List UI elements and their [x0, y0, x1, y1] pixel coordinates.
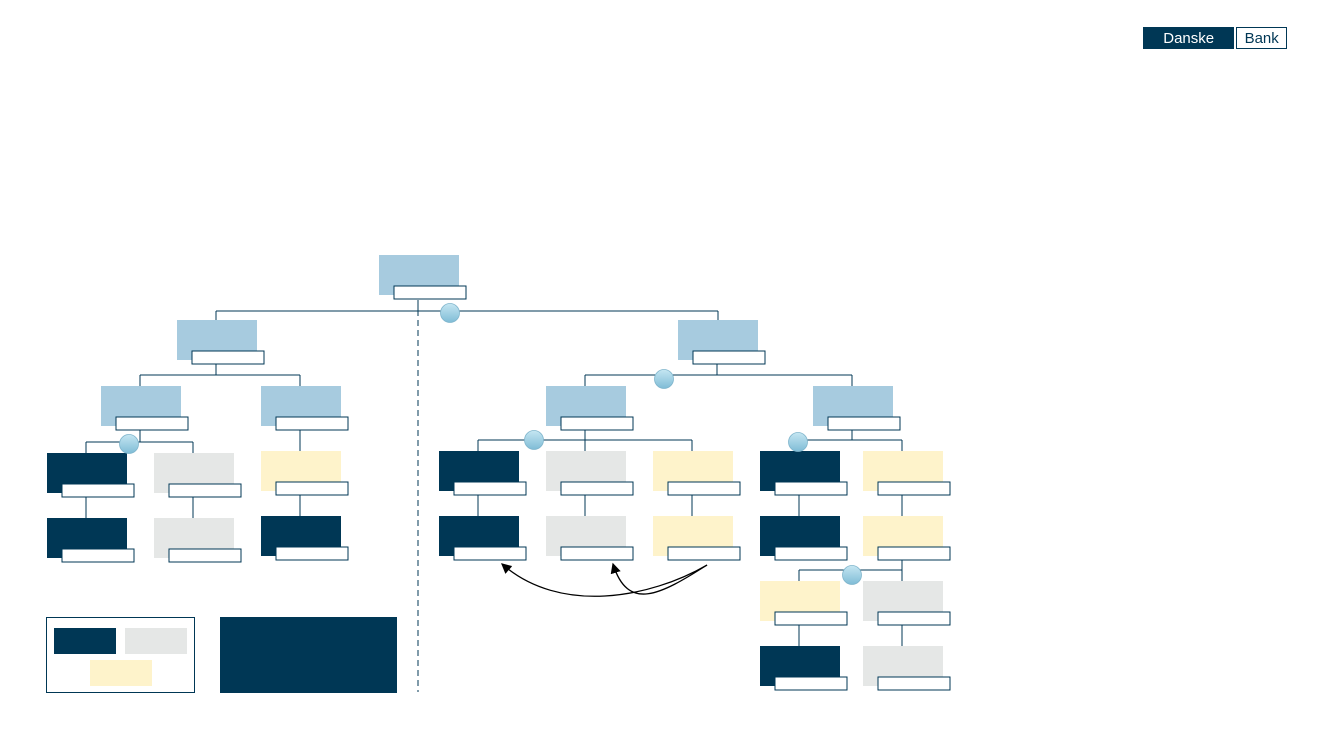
node-label: [774, 546, 848, 561]
legend-frame: [46, 617, 195, 693]
node-label: [61, 483, 135, 498]
marker-circle: [788, 432, 808, 452]
node-label: [275, 481, 349, 496]
marker-circle: [440, 303, 460, 323]
entity-node: [760, 581, 848, 626]
entity-node: [439, 516, 527, 561]
node-label: [275, 546, 349, 561]
node-label: [453, 481, 527, 496]
node-label: [393, 285, 467, 300]
marker-circle: [842, 565, 862, 585]
entity-node: [760, 646, 848, 691]
entity-node: [863, 581, 951, 626]
entity-node: [653, 516, 741, 561]
node-label: [827, 416, 901, 431]
node-label: [560, 546, 634, 561]
entity-node: [101, 386, 189, 431]
node-label: [115, 416, 189, 431]
node-label: [275, 416, 349, 431]
entity-node: [863, 516, 951, 561]
entity-node: [546, 386, 634, 431]
entity-node: [154, 518, 242, 563]
logo-bank: Bank: [1236, 27, 1287, 49]
node-label: [877, 611, 951, 626]
arrow-curve: [610, 562, 708, 595]
node-label: [877, 481, 951, 496]
node-label: [560, 481, 634, 496]
node-label: [667, 546, 741, 561]
node-label: [560, 416, 634, 431]
marker-circle: [524, 430, 544, 450]
entity-node: [261, 386, 349, 431]
notes-box: [220, 617, 397, 693]
extras: [46, 300, 708, 693]
node-label: [667, 481, 741, 496]
node-label: [774, 611, 848, 626]
node-label: [61, 548, 135, 563]
entity-node: [678, 320, 766, 365]
legend-swatch-grey: [125, 628, 187, 654]
entity-node: [261, 516, 349, 561]
entity-node: [863, 646, 951, 691]
entity-node: [546, 451, 634, 496]
node-label: [692, 350, 766, 365]
marker-circle: [119, 434, 139, 454]
node-label: [774, 676, 848, 691]
entity-node: [863, 451, 951, 496]
entity-node: [546, 516, 634, 561]
entity-node: [760, 451, 848, 496]
danske-bank-logo: Danske Bank: [1143, 27, 1287, 49]
entity-node: [47, 518, 135, 563]
logo-danske: Danske: [1143, 27, 1235, 49]
arrow-curve: [501, 563, 708, 597]
node-label: [168, 483, 242, 498]
node-label: [168, 548, 242, 563]
nodes: [47, 255, 951, 691]
legend-swatch-cream: [90, 660, 152, 686]
entity-node: [177, 320, 265, 365]
entity-node: [154, 453, 242, 498]
node-label: [774, 481, 848, 496]
markers: [119, 303, 862, 585]
node-label: [191, 350, 265, 365]
connector-lines: [85, 300, 903, 646]
entity-node: [760, 516, 848, 561]
legend-swatch-navy: [54, 628, 116, 654]
legend-box: [46, 617, 195, 693]
entity-node: [653, 451, 741, 496]
node-label: [453, 546, 527, 561]
entity-node: [379, 255, 467, 300]
entity-node: [439, 451, 527, 496]
marker-circle: [654, 369, 674, 389]
entity-node: [261, 451, 349, 496]
node-label: [877, 676, 951, 691]
entity-node: [813, 386, 901, 431]
node-label: [877, 546, 951, 561]
entity-node: [47, 453, 135, 498]
